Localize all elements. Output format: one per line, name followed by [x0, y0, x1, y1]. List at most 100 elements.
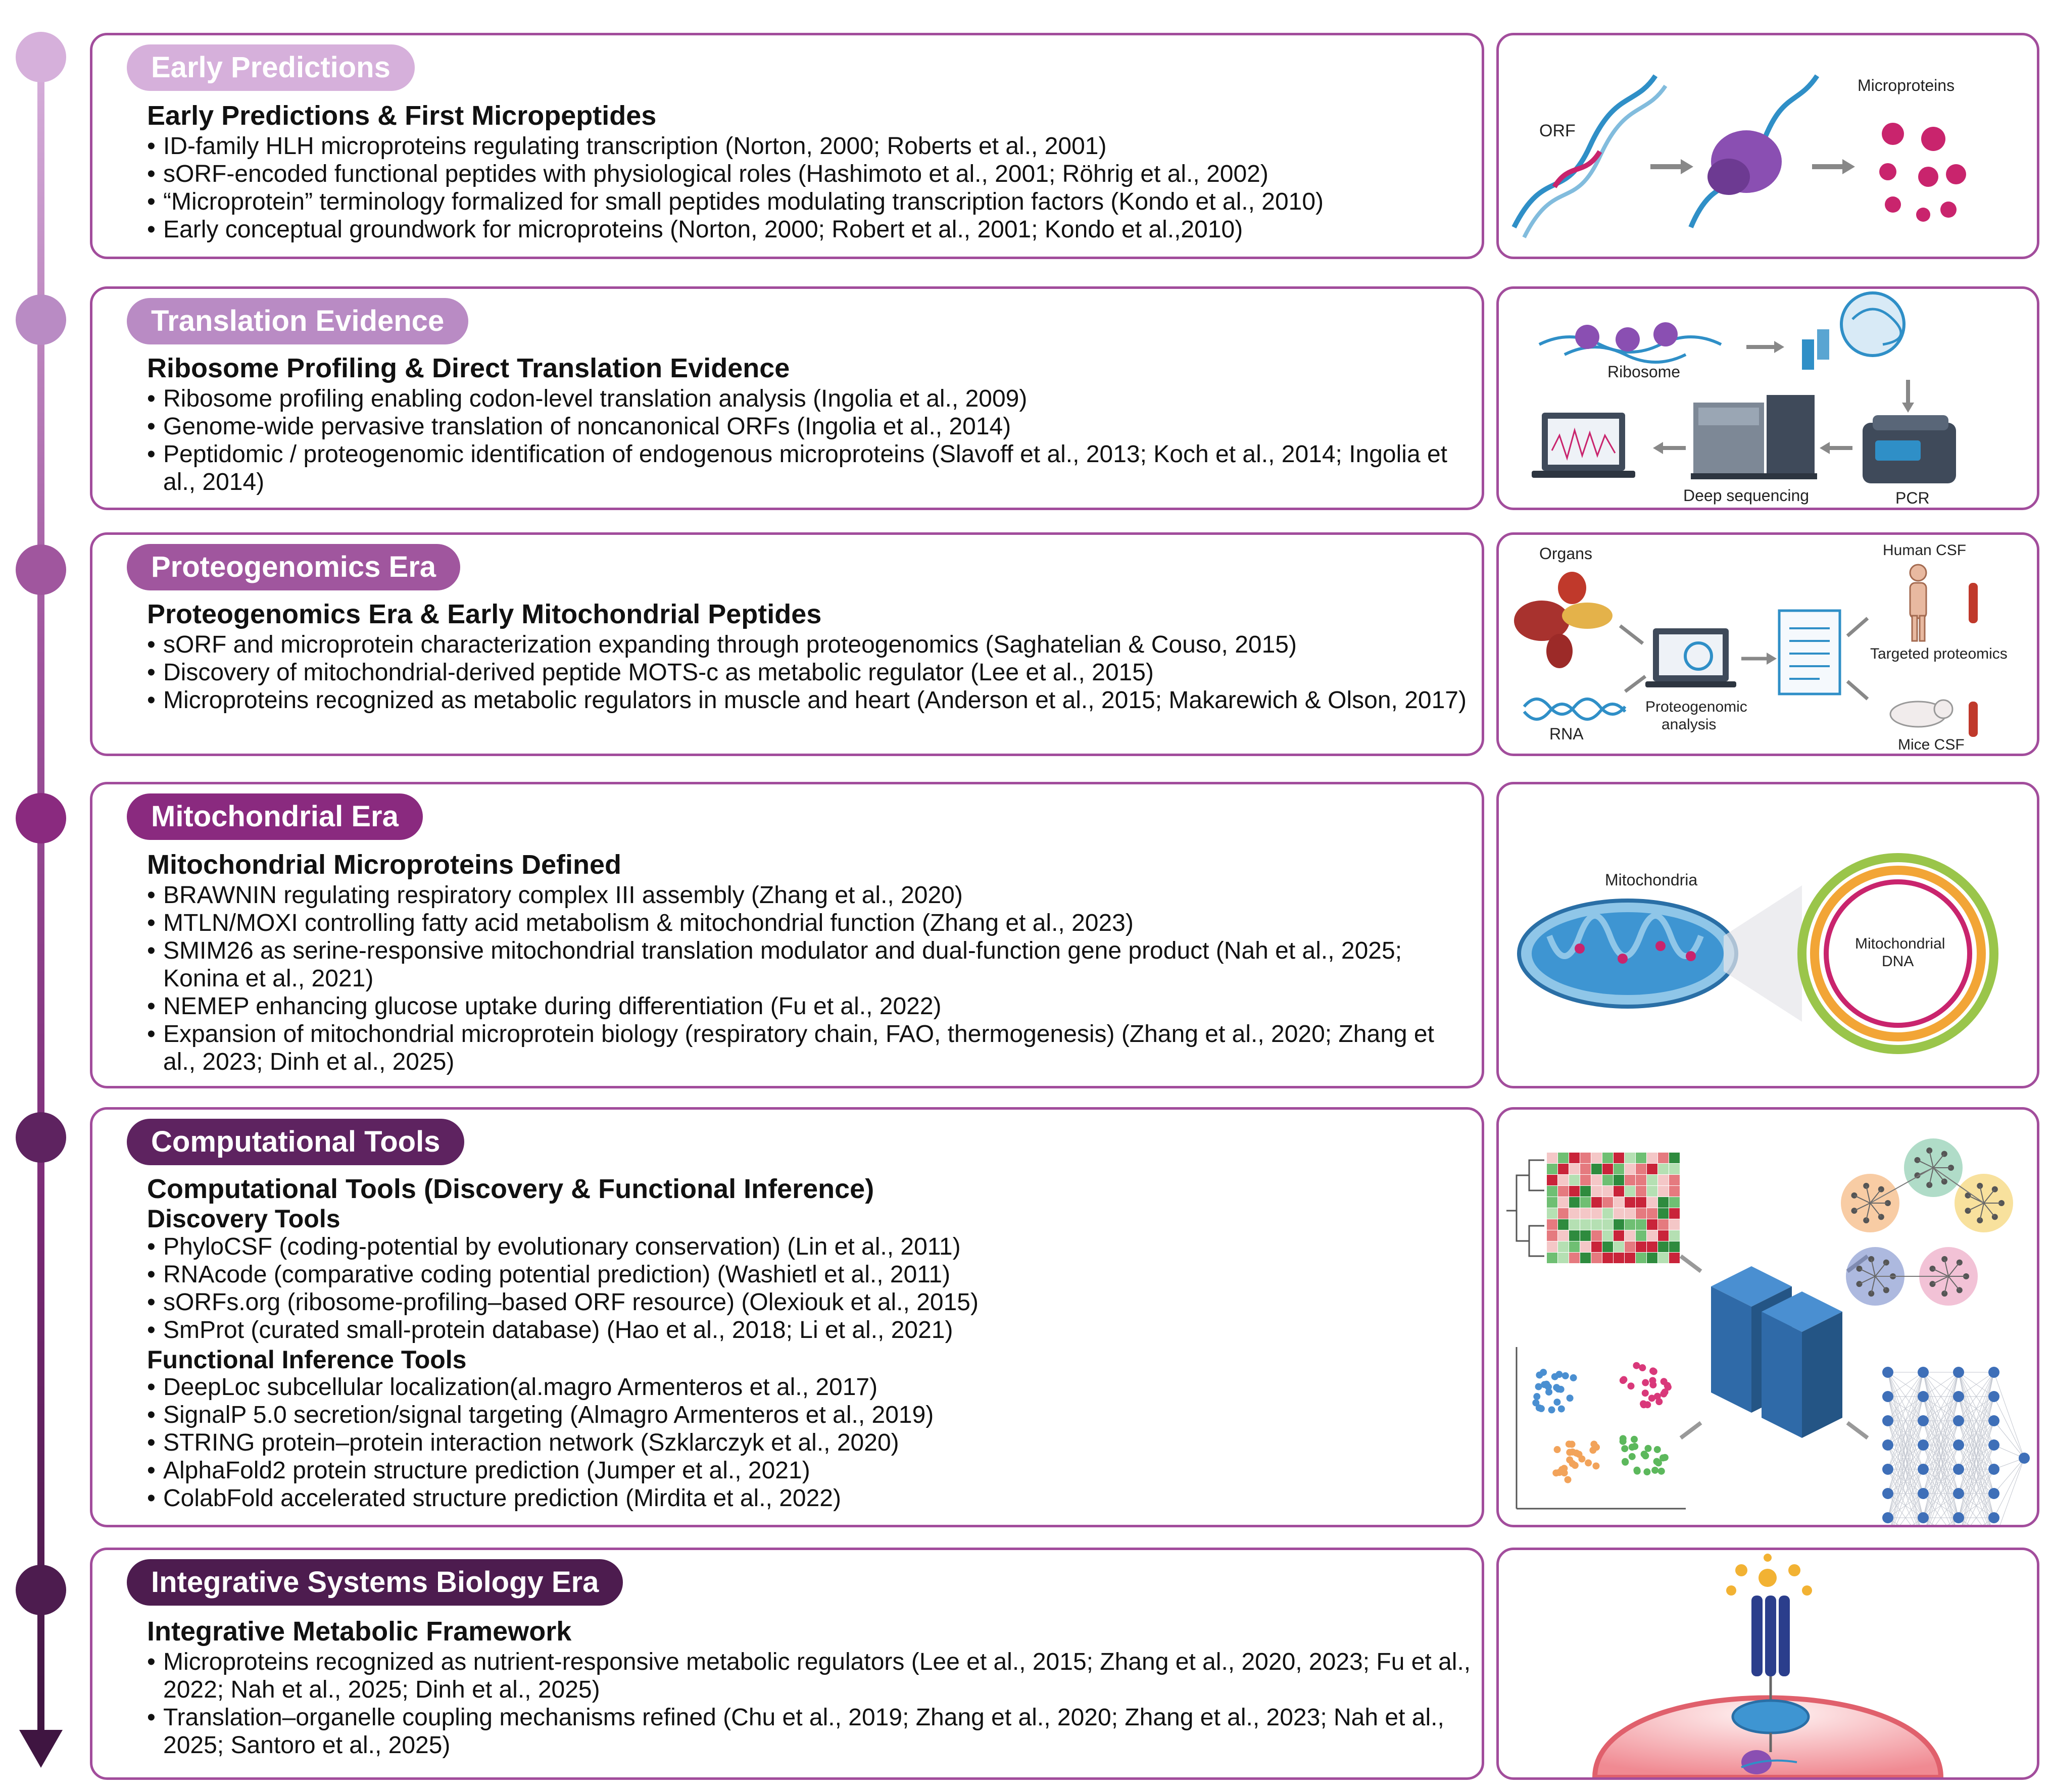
scatter-point — [1641, 1389, 1649, 1397]
heatmap-cell — [1547, 1197, 1557, 1208]
heatmap-cell — [1602, 1208, 1613, 1219]
illustration-proteogenomics: Organs RNA Proteogenomic analysis — [1496, 532, 2039, 756]
nn-node — [1882, 1464, 1893, 1475]
heatmap-cell — [1669, 1241, 1680, 1252]
heatmap-cell — [1558, 1253, 1569, 1263]
scatter-point — [1628, 1453, 1636, 1460]
nn-edge — [1958, 1372, 1994, 1421]
heatmap-cell — [1558, 1186, 1569, 1197]
heatmap-cell — [1591, 1153, 1602, 1163]
heatmap-cell — [1647, 1253, 1657, 1263]
list-item: sORFs.org (ribosome-profiling–based ORF … — [147, 1288, 1472, 1316]
nn-edge — [1931, 1469, 1959, 1525]
list-item: sORF and microprotein characterization e… — [147, 631, 1472, 659]
heatmap-cell — [1647, 1153, 1657, 1163]
heatmap-cell — [1547, 1230, 1557, 1241]
mtdna-label-1: Mitochondrial — [1855, 935, 1945, 952]
nn-node — [1882, 1367, 1893, 1378]
network-edge — [1871, 1276, 1876, 1294]
list-item: ID-family HLH microproteins regulating t… — [147, 132, 1472, 160]
scatter-point — [1536, 1371, 1543, 1379]
timeline-arrowhead — [19, 1730, 63, 1768]
heatmap-cell — [1558, 1153, 1569, 1163]
heatmap-cell — [1614, 1186, 1624, 1197]
era-heading: Integrative Metabolic Framework — [147, 1616, 572, 1647]
network-edge — [1854, 1203, 1871, 1212]
nn-edge — [1923, 1372, 1959, 1446]
scatter-point — [1568, 1440, 1576, 1448]
heatmap-cell — [1625, 1241, 1635, 1252]
heatmap-cell — [1591, 1197, 1602, 1208]
scatter-point — [1566, 1449, 1574, 1456]
era-card-integrative: Integrative Systems Biology Era Integrat… — [90, 1548, 1484, 1780]
pcr-machine-icon — [1863, 415, 1956, 483]
laptop-icon — [1645, 628, 1736, 687]
heatmap-cell — [1614, 1175, 1624, 1185]
nn-edge — [1958, 1372, 1994, 1494]
ribosome-profiling-illustration: Ribosome PCR Deep sequencing — [1532, 291, 1956, 507]
heatmap-cell — [1558, 1219, 1569, 1230]
heatmap-cell — [1591, 1253, 1602, 1263]
heatmap-cell — [1658, 1175, 1669, 1185]
network-node — [1965, 1192, 1971, 1199]
heatmap-cell — [1669, 1164, 1680, 1174]
heatmap-cell — [1569, 1219, 1580, 1230]
nn-node — [1882, 1488, 1893, 1499]
nutrient-dots — [1726, 1554, 1812, 1596]
nn-edge — [1983, 1517, 1994, 1525]
scatter-point — [1664, 1382, 1671, 1389]
heatmap-cell — [1591, 1241, 1602, 1252]
scatter-point — [1633, 1466, 1641, 1474]
era-card-proteogenomics: Proteogenomics Era Proteogenomics Era & … — [90, 532, 1484, 756]
heatmap-cell — [1614, 1197, 1624, 1208]
heatmap-cell — [1669, 1230, 1680, 1241]
network-node — [1856, 1265, 1863, 1272]
heatmap-cell — [1569, 1175, 1580, 1185]
network-edge — [1983, 1189, 1995, 1204]
timeline-dot-2 — [16, 294, 66, 345]
nn-node — [1918, 1367, 1929, 1378]
nn-edge — [1923, 1372, 1959, 1470]
analysis-label: analysis — [1662, 716, 1716, 733]
illustration-computational-tools — [1496, 1107, 2039, 1527]
heatmap-cell — [1602, 1153, 1613, 1163]
magnifier-icon — [1684, 641, 1713, 671]
heatmap-cell — [1647, 1230, 1657, 1241]
network-edge — [1871, 1259, 1876, 1277]
scatter-point — [1619, 1435, 1627, 1442]
scatter-point — [1627, 1382, 1635, 1390]
network-edge — [1983, 1203, 1995, 1217]
nn-edge — [1887, 1372, 1924, 1470]
heatmap-cell — [1602, 1230, 1613, 1241]
network-edge — [1870, 1203, 1882, 1217]
heatmap-cell — [1647, 1208, 1657, 1219]
heatmap-cell — [1636, 1164, 1646, 1174]
heatmap-cell — [1669, 1153, 1680, 1163]
nn-edge — [1923, 1372, 1959, 1494]
microproteins-label: Microproteins — [1858, 76, 1955, 94]
dna-helix-icon — [1511, 74, 1658, 229]
scatter-point — [1592, 1462, 1600, 1470]
list-item: AlphaFold2 protein structure prediction … — [147, 1457, 1472, 1484]
heatmap-cell — [1558, 1241, 1569, 1252]
nn-node — [2019, 1453, 2030, 1464]
nn-node — [1953, 1391, 1964, 1402]
list-item: Expansion of mitochondrial microprotein … — [147, 1020, 1472, 1076]
heatmap-cell — [1569, 1230, 1580, 1241]
scatter-point — [1575, 1451, 1583, 1458]
nn-edge — [1926, 1372, 1959, 1525]
scatter-point — [1541, 1381, 1548, 1388]
network-edge — [1932, 1268, 1949, 1277]
nn-edge — [1928, 1420, 1959, 1525]
mouse-icon — [1889, 699, 1954, 728]
scatter-point — [1533, 1393, 1541, 1401]
network-edge — [1875, 1276, 1887, 1290]
heatmap-cell — [1636, 1153, 1646, 1163]
scatter-point — [1537, 1405, 1545, 1412]
pancreas-icon — [1562, 603, 1613, 629]
discovery-tools-list: PhyloCSF (coding-potential by evolutiona… — [147, 1233, 1472, 1344]
heatmap-cell — [1647, 1197, 1657, 1208]
heatmap-cell — [1580, 1175, 1591, 1185]
ribosome-icon — [1575, 325, 1599, 349]
heatmap-cell — [1658, 1241, 1669, 1252]
